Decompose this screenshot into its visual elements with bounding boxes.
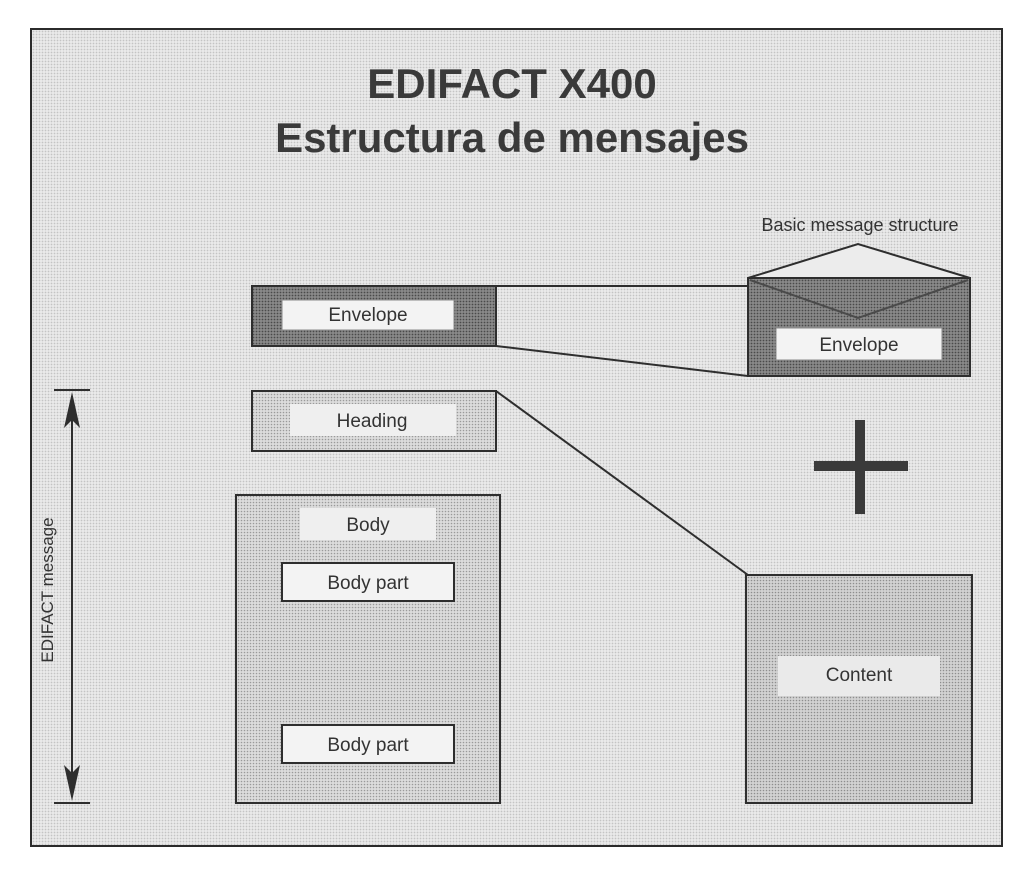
plus-sign-icon: [814, 420, 908, 514]
heading-label: Heading: [337, 411, 408, 432]
right-envelope-label: Envelope: [819, 335, 898, 356]
connector-envelope-bottom: [495, 345, 749, 377]
left-envelope-box: Envelope: [251, 285, 497, 347]
basic-message-structure-caption: Basic message structure: [761, 215, 958, 235]
heading-box: Heading: [251, 390, 497, 452]
connector-heading-content: [495, 390, 749, 576]
body-part-label: Body part: [327, 573, 409, 594]
body-part-box: Body part: [281, 562, 455, 602]
envelope-icon: Envelope: [747, 242, 971, 377]
body-box: Body Body part Body part: [235, 494, 501, 804]
body-part-label: Body part: [327, 735, 409, 756]
body-label: Body: [346, 515, 390, 536]
vertical-double-arrow-icon: [54, 389, 90, 804]
left-envelope-label: Envelope: [328, 305, 407, 326]
figure-frame: [30, 28, 1003, 847]
diagram-title-line2: Estructura de mensajes: [275, 114, 749, 161]
diagram-title-line1: EDIFACT X400: [367, 60, 656, 107]
edifact-message-dimension-label: EDIFACT message: [38, 517, 57, 662]
content-label: Content: [826, 665, 893, 686]
body-part-box: Body part: [281, 724, 455, 764]
content-box: Content: [745, 574, 973, 804]
